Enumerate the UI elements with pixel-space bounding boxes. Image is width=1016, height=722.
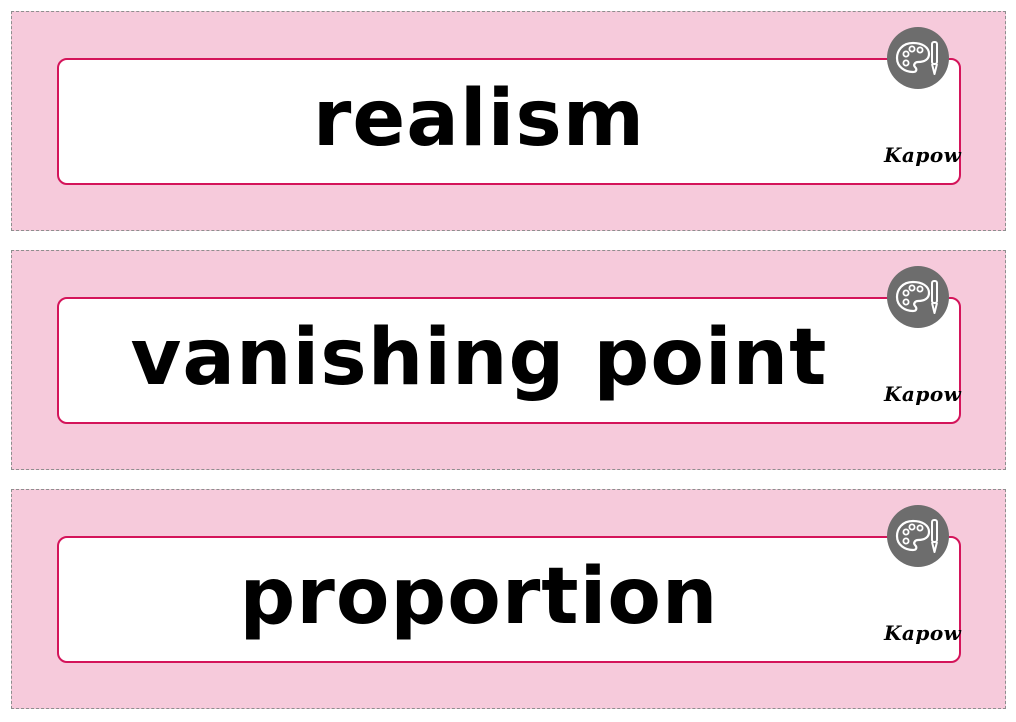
card-word: realism xyxy=(312,73,646,164)
palette-and-brush-icon xyxy=(887,27,949,89)
word-card: proportion xyxy=(57,536,961,663)
kapow-logo: Kapow xyxy=(884,382,962,406)
palette-and-brush-icon xyxy=(887,505,949,567)
word-card-strip-vanishing-point: vanishing point Kapow xyxy=(11,250,1006,470)
word-card-strip-realism: realism Kapow xyxy=(11,11,1006,231)
word-card: vanishing point xyxy=(57,297,961,424)
palette-and-brush-icon xyxy=(887,266,949,328)
word-card: realism xyxy=(57,58,961,185)
word-card-strip-proportion: proportion Kapow xyxy=(11,489,1006,709)
card-word: proportion xyxy=(239,551,719,642)
kapow-logo: Kapow xyxy=(884,621,962,645)
kapow-logo: Kapow xyxy=(884,143,962,167)
card-word: vanishing point xyxy=(130,312,828,403)
